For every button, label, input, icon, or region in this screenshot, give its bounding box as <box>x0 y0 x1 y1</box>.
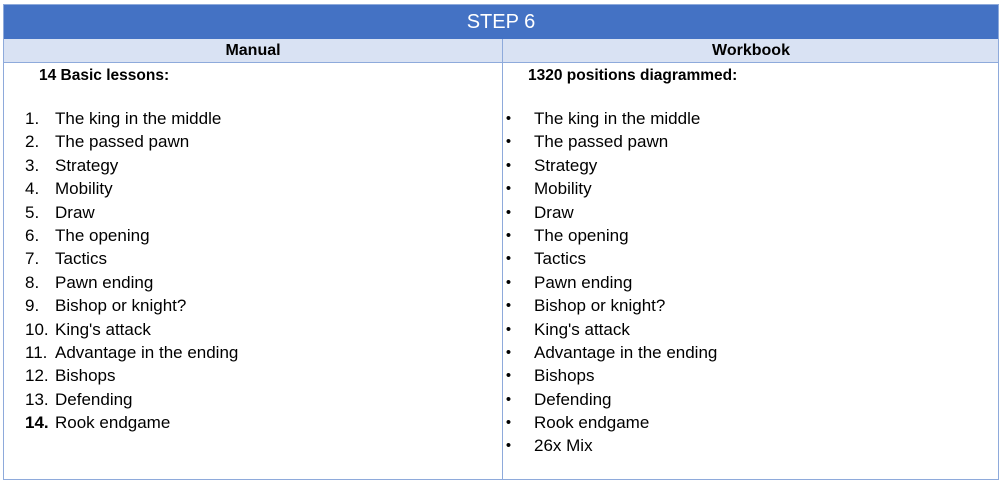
item-number: 5. <box>25 202 40 222</box>
item-text: Tactics <box>55 249 107 269</box>
item-text: King's attack <box>534 319 630 339</box>
bullet-icon: • <box>505 343 512 361</box>
item-text: Rook endgame <box>534 413 650 433</box>
item-text: 26x Mix <box>534 436 593 456</box>
item-text: King's attack <box>55 319 151 339</box>
item-number: 11. <box>25 342 48 362</box>
bullet-icon: • <box>505 273 512 291</box>
bullet-icon: • <box>505 180 512 198</box>
bullet-icon: • <box>505 110 512 127</box>
item-text: Rook endgame <box>55 413 171 433</box>
item-number: 9. <box>25 296 40 316</box>
item-text: Tactics <box>534 249 586 269</box>
workbook-column-header: Workbook <box>502 39 998 62</box>
list-item: • The king in the middle <box>503 107 998 130</box>
list-item: • Defending <box>503 388 998 411</box>
item-text: Strategy <box>55 155 119 175</box>
bullet-icon: • <box>505 437 512 455</box>
bullet-icon: • <box>505 320 512 338</box>
list-item: • Advantage in the ending <box>503 341 998 364</box>
table-title: STEP 6 <box>4 5 998 39</box>
list-item: 7. Tactics <box>4 247 502 270</box>
bullet-icon: • <box>505 250 512 268</box>
list-item: 2. The passed pawn <box>4 130 502 153</box>
list-item: 10. King's attack <box>4 318 502 341</box>
item-text: The opening <box>534 225 629 245</box>
list-item: • Draw <box>503 201 998 224</box>
list-item: 3. Strategy <box>4 154 502 177</box>
list-item: 5. Draw <box>4 201 502 224</box>
item-text: Draw <box>534 202 574 222</box>
list-item: • King's attack <box>503 318 998 341</box>
item-number: 1. <box>25 109 40 128</box>
item-number: 7. <box>25 249 40 269</box>
item-number: 3. <box>25 155 40 175</box>
item-text: Defending <box>55 389 133 409</box>
item-text: Bishop or knight? <box>534 296 666 316</box>
item-text: The passed pawn <box>534 132 669 152</box>
item-text: The king in the middle <box>55 109 222 128</box>
item-text: The opening <box>55 225 150 245</box>
item-text: Advantage in the ending <box>534 342 718 362</box>
item-number: 12. <box>25 366 49 386</box>
list-item: 14. Rook endgame <box>4 411 502 434</box>
item-text: The passed pawn <box>55 132 190 152</box>
list-item: 1. The king in the middle <box>4 107 502 130</box>
item-number: 2. <box>25 132 40 152</box>
item-text: Draw <box>55 202 95 222</box>
item-number: 14. <box>25 413 49 433</box>
list-item: • Bishops <box>503 364 998 387</box>
list-item: • Bishop or knight? <box>503 294 998 317</box>
item-number: 4. <box>25 179 40 199</box>
workbook-heading: 1320 positions diagrammed: <box>528 67 738 84</box>
item-text: Pawn ending <box>534 272 633 292</box>
item-text: Bishops <box>55 366 116 386</box>
item-text: Defending <box>534 389 612 409</box>
list-item: • Pawn ending <box>503 271 998 294</box>
item-text: Bishops <box>534 366 595 386</box>
bullet-icon: • <box>505 297 512 315</box>
item-number: 13. <box>25 389 49 409</box>
item-text: Pawn ending <box>55 272 154 292</box>
item-text: Mobility <box>534 179 592 199</box>
manual-lesson-list: 1. The king in the middle 2. The passed pa… <box>4 107 502 434</box>
item-text: Mobility <box>55 179 113 199</box>
item-text: The king in the middle <box>534 109 701 128</box>
workbook-cell: 1320 positions diagrammed: • The king in … <box>502 63 998 479</box>
list-item: 9. Bishop or knight? <box>4 294 502 317</box>
bullet-icon: • <box>505 414 512 432</box>
list-item: 8. Pawn ending <box>4 271 502 294</box>
list-item: 12. Bishops <box>4 364 502 387</box>
list-item: 4. Mobility <box>4 177 502 200</box>
manual-heading: 14 Basic lessons: <box>39 67 170 84</box>
manual-cell: 14 Basic lessons: 1. The king in the midd… <box>4 63 502 479</box>
list-item: • The passed pawn <box>503 130 998 153</box>
list-item: 13. Defending <box>4 388 502 411</box>
bullet-icon: • <box>505 226 512 244</box>
list-item: • Tactics <box>503 247 998 270</box>
list-item: 6. The opening <box>4 224 502 247</box>
manual-column-header: Manual <box>225 42 281 59</box>
workbook-topic-list: • The king in the middle • The passed pawn… <box>503 107 998 458</box>
item-text: Strategy <box>534 155 598 175</box>
list-item: • The opening <box>503 224 998 247</box>
column-header-row: Manual Workbook <box>4 39 998 63</box>
bullet-icon: • <box>505 156 512 174</box>
item-number: 8. <box>25 272 40 292</box>
list-item: 11. Advantage in the ending <box>4 341 502 364</box>
item-number: 6. <box>25 225 40 245</box>
item-text: Bishop or knight? <box>55 296 187 316</box>
bullet-icon: • <box>505 367 512 385</box>
bullet-icon: • <box>505 203 512 221</box>
list-item: • 26x Mix <box>503 434 998 457</box>
list-item: • Mobility <box>503 177 998 200</box>
bullet-icon: • <box>505 390 512 408</box>
step-table: STEP 6 Manual Workbook 14 Basic lessons:… <box>3 4 999 480</box>
item-text: Advantage in the ending <box>55 342 239 362</box>
bullet-icon: • <box>505 133 512 151</box>
item-number: 10. <box>25 319 49 339</box>
list-item: • Rook endgame <box>503 411 998 434</box>
list-item: • Strategy <box>503 154 998 177</box>
